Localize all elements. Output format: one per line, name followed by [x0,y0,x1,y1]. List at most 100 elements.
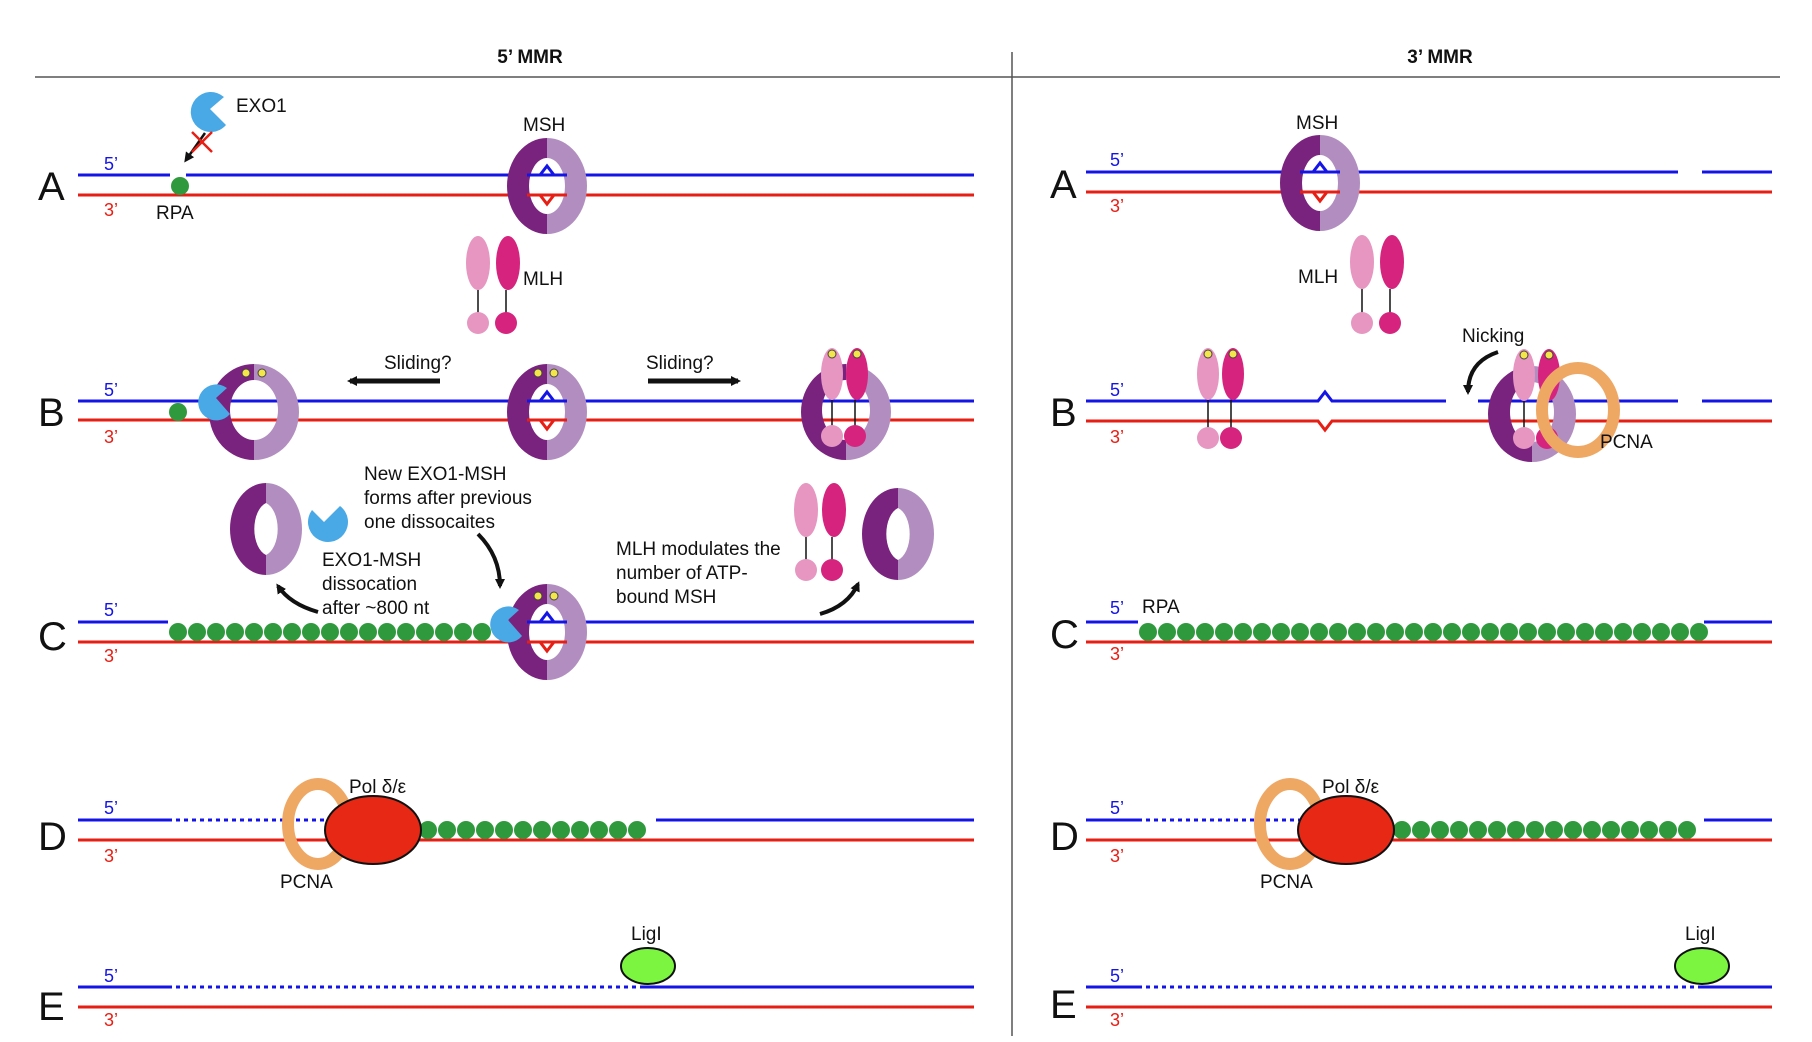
three-prime-label: 3’ [104,846,118,866]
msh-clamp-icon [862,488,934,580]
five-prime-label: 5’ [104,380,118,400]
arrow-icon [1463,350,1499,395]
mlh-modulates-note: MLH modulates the number of ATP- bound M… [616,539,781,608]
row-label-c-left: C [38,615,67,659]
msh-clamp-icon [507,584,587,680]
mlh-dimer-icon [1350,235,1404,334]
row-labels: A B C D E A B C D E [38,163,1079,1029]
rpa-coated-ssdna [1393,821,1696,839]
left-row-a: RPA EXO1 MSH [78,92,974,234]
row-label-b-left: B [38,391,65,435]
mismatch-kink [1310,389,1340,403]
exo1-icon [308,506,348,542]
sliding-label: Sliding? [384,353,452,374]
three-prime-label: 3’ [1110,644,1124,664]
right-row-a: MSH [1086,113,1772,231]
right-row-d: Pol δ/ε PCNA [1086,777,1772,893]
row-label-a-right: A [1050,163,1077,207]
note-line: number of ATP- [616,563,748,584]
mismatch-kink [1300,160,1340,174]
three-prime-label: 3’ [104,1010,118,1030]
new-exo1-note: New EXO1-MSH forms after previous one di… [364,464,532,533]
row-label-a-left: A [38,165,65,209]
lig-label: LigI [1685,924,1716,945]
msh-clamp-icon [507,138,587,234]
arrow-icon [476,532,505,589]
three-prime-label: 3’ [104,427,118,447]
note-line: after ~800 nt [322,598,430,619]
mismatch-kink [527,640,567,654]
right-row-b: PCNA Nicking [1086,326,1772,462]
atp-dot [241,368,251,378]
sliding-label: Sliding? [646,353,714,374]
atp-dot [533,368,543,378]
three-prime-label: 3’ [104,200,118,220]
note-line: New EXO1-MSH [364,464,507,485]
pcna-label: PCNA [1600,432,1653,453]
arrow-icon [276,583,319,614]
block-cross-icon [191,131,213,153]
rpa-coated-ssdna [169,623,491,641]
row-label-c-right: C [1050,613,1079,657]
five-prime-label: 5’ [104,154,118,174]
mismatch-kink [527,163,567,177]
blocked-arrow-icon [184,132,207,163]
five-prime-label: 5’ [1110,598,1124,618]
rpa-label: RPA [1142,597,1180,618]
pol-ellipse-icon [324,795,422,865]
nicking-label: Nicking [1462,326,1524,347]
five-prime-label: 5’ [1110,150,1124,170]
mismatch-kink [527,610,567,624]
rpa-coated-ssdna [1139,623,1708,641]
msh-clamp-icon [801,364,891,460]
left-row-b: Sliding? Sliding? [78,348,974,460]
mlh-label: MLH [1298,267,1338,288]
rpa-bead-icon [171,177,189,195]
five-prime-label: 5’ [104,798,118,818]
three-prime-label: 3’ [104,646,118,666]
msh-label: MSH [523,115,565,136]
exo1-icon [190,92,226,133]
exo1-icon [198,384,230,421]
right-row-e: LigI [1086,924,1772,1009]
note-line: EXO1-MSH [322,550,421,571]
pcna-label: PCNA [1260,872,1313,893]
row-label-d-left: D [38,815,67,859]
row-label-d-right: D [1050,815,1079,859]
five-prime-label: 5’ [1110,798,1124,818]
mlh-dimer-icon [1197,348,1244,449]
msh-clamp-icon [507,364,587,460]
mismatch-kink [527,418,567,432]
row-label-b-right: B [1050,391,1077,435]
note-line: forms after previous [364,488,532,509]
five-prime-label: 5’ [104,966,118,986]
three-prime-label: 3’ [1110,1010,1124,1030]
three-prime-label: 3’ [1110,427,1124,447]
atp-dot [549,591,559,601]
lig-ellipse-icon [620,947,676,985]
exo1-icon [490,606,522,643]
row-label-e-right: E [1050,983,1077,1027]
atp-dot [257,368,267,378]
pcna-ring-icon [1536,362,1620,458]
mismatch-kink [1300,190,1340,204]
atp-dot [533,591,543,601]
lig-label: LigI [631,924,662,945]
pcna-label: PCNA [280,872,333,893]
pol-ellipse-icon [1297,795,1395,865]
msh-clamp-icon [1280,135,1360,231]
exo1-label: EXO1 [236,96,287,117]
five-prime-label: 5’ [104,600,118,620]
five-prime-label: 5’ [1110,966,1124,986]
strand-labels: 5’ 3’ 5’ 3’ 5’ 3’ 5’ 3’ 5’ 3’ 5’ 3’ 5’ 3… [104,150,1124,1030]
pol-label: Pol δ/ε [1322,777,1380,798]
note-line: dissocation [322,574,417,595]
pol-label: Pol δ/ε [349,777,407,798]
lig-ellipse-icon [1674,947,1730,985]
row-label-e-left: E [38,985,65,1029]
mismatch-kink [527,193,567,207]
mlh-dimer-icon [794,483,846,581]
mlh-dimer-icon [821,348,868,447]
left-row-c [78,584,974,680]
